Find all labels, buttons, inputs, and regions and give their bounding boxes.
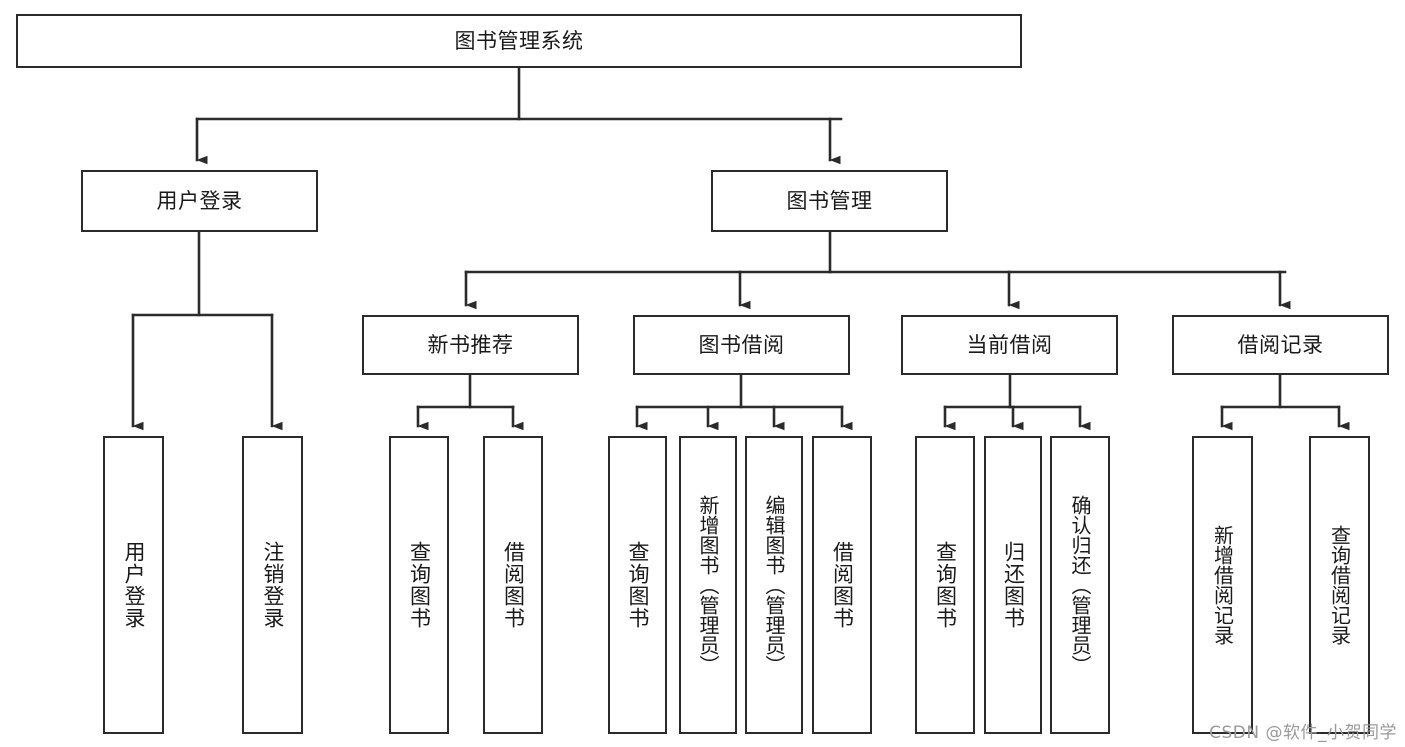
- node-root-book-management-system[interactable]: 图书管理系统: [16, 14, 1022, 68]
- node-label: 查询图书: [407, 541, 432, 629]
- node-label: 查询图书: [933, 541, 958, 629]
- node-label: 图书借阅: [698, 332, 785, 357]
- node-label: 查询借阅记录: [1327, 525, 1352, 645]
- node-leaf-bb-edit-book-admin[interactable]: 编辑图书（管理员）: [745, 436, 803, 734]
- node-label: 当前借阅: [966, 332, 1053, 357]
- node-leaf-cb-confirm-return-admin[interactable]: 确认归还（管理员）: [1050, 436, 1110, 734]
- node-label: 图书管理系统: [454, 28, 584, 53]
- node-borrow-record[interactable]: 借阅记录: [1172, 315, 1389, 375]
- node-label: 注销登录: [261, 541, 286, 629]
- node-leaf-user-login[interactable]: 用户登录: [103, 436, 164, 734]
- node-label: 新书推荐: [427, 332, 514, 357]
- node-label: 借阅记录: [1237, 332, 1324, 357]
- node-label: 新增图书（管理员）: [696, 495, 720, 675]
- node-label: 归还图书: [1001, 541, 1026, 629]
- node-leaf-bb-add-book-admin[interactable]: 新增图书（管理员）: [679, 436, 737, 734]
- node-leaf-cb-return-book[interactable]: 归还图书: [984, 436, 1042, 734]
- node-book-borrow[interactable]: 图书借阅: [633, 315, 850, 375]
- node-leaf-nb-borrow-book[interactable]: 借阅图书: [483, 436, 543, 734]
- node-label: 用户登录: [156, 188, 243, 213]
- node-leaf-nb-query-book[interactable]: 查询图书: [389, 436, 449, 734]
- node-book-management[interactable]: 图书管理: [711, 170, 948, 232]
- node-leaf-br-add-record[interactable]: 新增借阅记录: [1192, 436, 1253, 734]
- csdn-watermark: CSDN @软件_小贺同学: [1209, 723, 1397, 743]
- node-leaf-bb-query-book[interactable]: 查询图书: [608, 436, 667, 734]
- node-user-login[interactable]: 用户登录: [81, 170, 318, 232]
- node-label: 图书管理: [786, 188, 873, 213]
- node-label: 查询图书: [626, 541, 651, 629]
- node-leaf-logout[interactable]: 注销登录: [242, 436, 303, 734]
- node-leaf-bb-borrow-book[interactable]: 借阅图书: [812, 436, 872, 734]
- node-label: 新增借阅记录: [1210, 525, 1235, 645]
- node-label: 用户登录: [122, 541, 147, 629]
- node-leaf-cb-query-book[interactable]: 查询图书: [915, 436, 975, 734]
- node-label: 借阅图书: [830, 541, 855, 629]
- node-label: 编辑图书（管理员）: [762, 495, 786, 675]
- node-current-borrow[interactable]: 当前借阅: [901, 315, 1118, 375]
- node-leaf-br-query-record[interactable]: 查询借阅记录: [1309, 436, 1370, 734]
- node-label: 确认归还（管理员）: [1068, 495, 1092, 675]
- node-new-book-recommend[interactable]: 新书推荐: [362, 315, 579, 375]
- node-label: 借阅图书: [501, 541, 526, 629]
